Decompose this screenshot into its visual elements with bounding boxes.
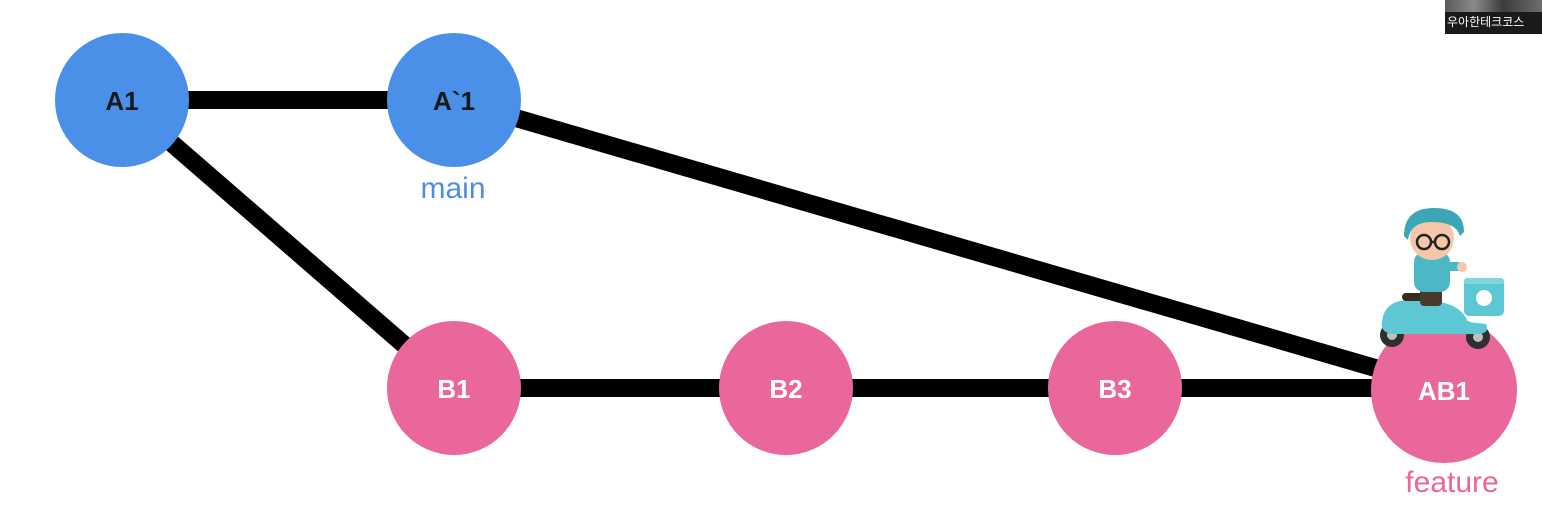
node-b2: B2 xyxy=(719,321,853,455)
delivery-scooter-rider-icon xyxy=(1380,208,1504,349)
video-thumbnail: 우아한테크코스 xyxy=(1445,0,1542,34)
node-a1-label: A1 xyxy=(105,86,138,116)
node-a1-prime: A`1 xyxy=(387,33,521,167)
node-a1: A1 xyxy=(55,33,189,167)
node-ab1: AB1 xyxy=(1371,317,1517,463)
node-b2-label: B2 xyxy=(769,374,802,404)
node-b3: B3 xyxy=(1048,321,1182,455)
node-b3-label: B3 xyxy=(1098,374,1131,404)
node-ab1-label: AB1 xyxy=(1418,376,1470,406)
branch-label-main: main xyxy=(420,172,485,205)
edge-a1-b1 xyxy=(116,93,460,395)
edge-a1prime-ab1 xyxy=(451,91,1447,397)
node-a1-prime-label: A`1 xyxy=(433,86,475,116)
node-b1-label: B1 xyxy=(437,374,470,404)
thumbnail-image xyxy=(1445,0,1542,12)
branch-label-feature: feature xyxy=(1405,466,1498,499)
thumbnail-caption: 우아한테크코스 xyxy=(1447,15,1525,29)
node-b1: B1 xyxy=(387,321,521,455)
